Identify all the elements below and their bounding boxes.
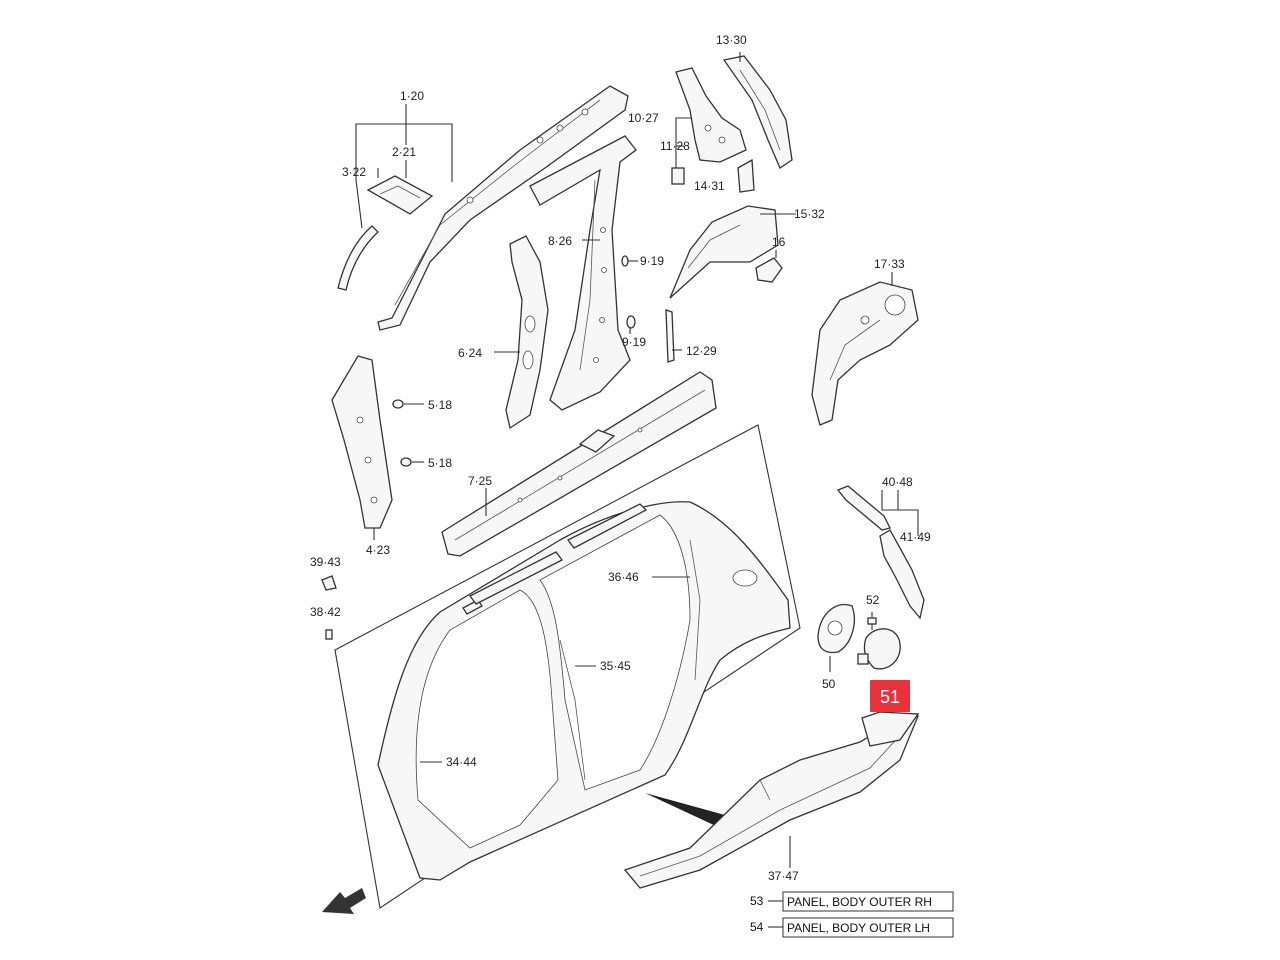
part-1-20 xyxy=(377,85,629,331)
label-2-21: 2·21 xyxy=(392,145,416,159)
label-7-25: 7·25 xyxy=(468,474,492,488)
label-36-46: 36·46 xyxy=(608,570,639,584)
part-14-31 xyxy=(737,158,755,193)
part-7-25 xyxy=(441,371,717,557)
label-10-27: 10·27 xyxy=(628,111,659,125)
pointer-arrow xyxy=(645,793,725,827)
label-15-32: 15·32 xyxy=(794,207,825,221)
part-6-24 xyxy=(505,235,549,430)
part-51-sill-end xyxy=(861,711,920,747)
label-17-33: 17·33 xyxy=(874,257,905,271)
label-11-28: 11·28 xyxy=(660,139,690,153)
legend-text-54: PANEL, BODY OUTER LH xyxy=(787,921,930,935)
label-16: 16 xyxy=(772,235,786,249)
label-37-47: 37·47 xyxy=(768,869,799,883)
part-39-43 xyxy=(321,575,337,591)
label-38-42: 38·42 xyxy=(310,605,341,619)
label-8-26: 8·26 xyxy=(548,234,572,248)
part-5-18-upper xyxy=(392,399,404,409)
part-50-fuel-housing xyxy=(817,603,855,654)
part-fuel-lid xyxy=(857,628,901,670)
label-5-18-lower: 5·18 xyxy=(428,456,452,470)
part-12-29 xyxy=(665,309,675,363)
label-34-44: 34·44 xyxy=(446,755,477,769)
part-38-42 xyxy=(325,629,333,640)
label-14-31: 14·31 xyxy=(694,179,725,193)
part-4-23 xyxy=(331,355,393,529)
part-2-21 xyxy=(366,175,434,215)
part-15-32 xyxy=(669,205,779,299)
assembly-box xyxy=(334,424,801,909)
label-6-24: 6·24 xyxy=(458,346,482,360)
legend: 53 PANEL, BODY OUTER RH 54 PANEL, BODY O… xyxy=(750,891,954,938)
part-5-18-lower xyxy=(400,457,412,467)
legend-box-53 xyxy=(782,891,954,912)
body-side-outer-panel xyxy=(377,501,791,881)
label-4-23: 4·23 xyxy=(366,543,390,557)
label-50: 50 xyxy=(822,677,836,691)
legend-number-54: 54 xyxy=(750,920,764,934)
label-52: 52 xyxy=(866,593,880,607)
part-3-22 xyxy=(337,179,379,291)
part-16 xyxy=(755,257,783,283)
label-41-49: 41·49 xyxy=(900,530,931,544)
legend-number-53: 53 xyxy=(750,894,764,908)
highlight-badge-number: 51 xyxy=(880,687,900,707)
front-direction-arrow-icon xyxy=(322,888,366,914)
label-12-29: 12·29 xyxy=(686,344,717,358)
part-52-screw xyxy=(867,612,877,630)
legend-text-53: PANEL, BODY OUTER RH xyxy=(787,895,932,909)
part-37-47 xyxy=(623,715,920,889)
legend-box-54 xyxy=(782,917,954,938)
part-9-19-lower xyxy=(626,315,636,329)
part-9-19-upper xyxy=(621,255,629,267)
label-40-48: 40·48 xyxy=(882,475,913,489)
label-9-19-upper: 9·19 xyxy=(640,254,664,268)
part-13-30 xyxy=(722,55,793,169)
part-10-27 xyxy=(675,67,747,163)
part-11-28 xyxy=(671,167,685,185)
label-13-30: 13·30 xyxy=(716,33,747,47)
label-1-20: 1·20 xyxy=(400,89,424,103)
label-35-45: 35·45 xyxy=(600,659,631,673)
part-17-33 xyxy=(811,281,919,426)
label-9-19-lower: 9·19 xyxy=(622,335,646,349)
part-8-26 xyxy=(529,135,637,411)
label-39-43: 39·43 xyxy=(310,555,341,569)
label-3-22: 3·22 xyxy=(342,165,366,179)
part-41-49 xyxy=(879,529,925,620)
highlight-badge-51: 51 xyxy=(870,680,910,712)
part-40-48 xyxy=(836,485,891,531)
label-5-18-upper: 5·18 xyxy=(428,398,452,412)
